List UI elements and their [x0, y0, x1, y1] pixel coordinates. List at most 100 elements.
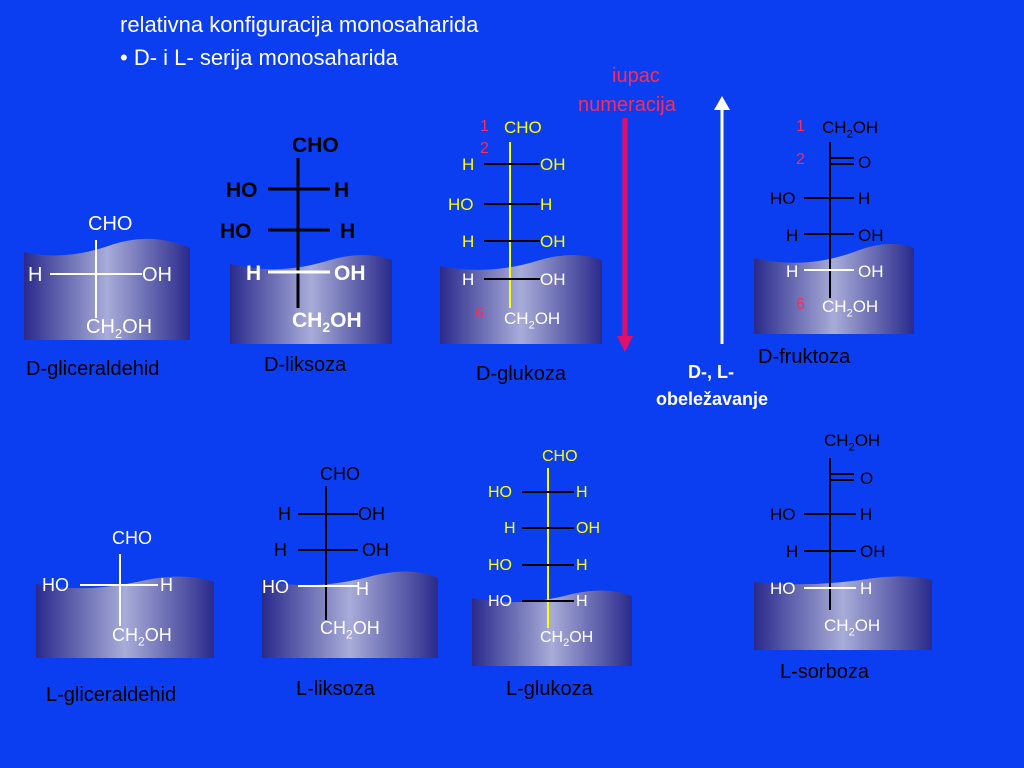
iupac-label-line-2: numeracija [578, 94, 676, 116]
l-sorbose-c4-right: OH [860, 542, 886, 561]
d-fructose-num-6: 6 [796, 296, 805, 313]
l-glucose-c4-right: H [576, 557, 588, 574]
d-lyxose-c2-left: HO [226, 179, 258, 202]
d-glucose-bonds [484, 142, 540, 308]
l-lyxose-top: CHO [320, 464, 360, 484]
l-sorbose-c4-left: H [786, 542, 799, 561]
d-fructose-c2-right: O [858, 153, 872, 172]
d-lyxose-name: D-liksoza [264, 354, 347, 376]
d-lyxose-c4-left: H [246, 262, 262, 285]
d-glucose-c4-left: H [462, 232, 475, 251]
l-lyxose-c2-right: OH [358, 504, 385, 524]
d-glyceraldehyde-backdrop [24, 238, 190, 340]
l-glucose-c2-left: HO [488, 484, 512, 501]
l-glucose-c2-right: H [576, 484, 588, 501]
d-fructose-c3-right: H [858, 189, 871, 208]
dl-label-line-1: D-, L- [688, 362, 734, 382]
d-fructose-bottom: CH2OH [822, 297, 879, 320]
d-glucose-name: D-glukoza [476, 363, 567, 385]
d-fructose-c5-left: H [786, 262, 799, 281]
d-lyxose-bonds [268, 158, 330, 308]
l-lyxose-c4-left: HO [262, 577, 289, 597]
l-glucose-top: CHO [542, 448, 578, 465]
l-lyxose-c4-right: H [356, 579, 369, 599]
d-lyxose-c4-right: OH [334, 262, 366, 285]
d-lyxose-bottom: CH2OH [292, 309, 362, 336]
d-lyxose-c2-right: H [334, 179, 350, 202]
d-glucose-c2-left: H [462, 155, 475, 174]
l-glucose-backdrop [472, 590, 632, 666]
l-glyceraldehyde-name: L-gliceraldehid [46, 684, 177, 706]
l-glucose-c5-left: HO [488, 593, 512, 610]
l-sorbose-name: L-sorboza [780, 661, 869, 683]
d-glucose-c4-right: OH [540, 232, 566, 251]
iupac-arrow [617, 118, 633, 352]
l-glyceraldehyde-backdrop [36, 576, 214, 658]
l-lyxose-name: L-liksoza [296, 678, 375, 700]
l-glyceraldehyde-left: HO [42, 575, 69, 595]
d-fructose-c4-right: OH [858, 226, 884, 245]
d-glucose-bottom: CH2OH [504, 309, 561, 332]
d-glucose-num-1: 1 [480, 118, 489, 135]
l-sorbose-c3-right: H [860, 505, 873, 524]
l-glucose-c5-right: H [576, 593, 588, 610]
d-fructose-bonds [804, 142, 854, 298]
l-lyxose-bottom: CH2OH [320, 618, 380, 642]
d-fructose-backdrop [754, 243, 914, 334]
l-sorbose-c2-right: O [860, 469, 874, 488]
d-glyceraldehyde-right: OH [142, 264, 172, 286]
l-glyceraldehyde-top: CHO [112, 528, 152, 548]
l-glyceraldehyde-bonds [80, 554, 158, 626]
d-lyxose-top: CHO [292, 134, 339, 157]
d-glucose-backdrop [440, 255, 602, 344]
iupac-label-line-1: iupac [612, 65, 660, 87]
d-fructose-name: D-fruktoza [758, 346, 851, 368]
d-glucose-num-2: 2 [480, 140, 489, 157]
l-glucose-c4-left: HO [488, 557, 512, 574]
d-glucose-c3-left: HO [448, 195, 474, 214]
l-glucose-name: L-glukoza [506, 678, 593, 700]
l-sorbose-top: CH2OH [824, 431, 881, 454]
d-fructose-num-2: 2 [796, 151, 805, 168]
d-glucose-c5-right: OH [540, 270, 566, 289]
l-lyxose-c3-left: H [274, 540, 287, 560]
l-sorbose-c3-left: HO [770, 505, 796, 524]
l-lyxose-c2-left: H [278, 504, 291, 524]
l-sorbose-bottom: CH2OH [824, 616, 881, 639]
l-lyxose-c3-right: OH [362, 540, 389, 560]
title-line-1: relativna konfiguracija monosaharida [120, 12, 479, 37]
l-sorbose-c5-right: H [860, 579, 873, 598]
d-fructose-c5-right: OH [858, 262, 884, 281]
d-glucose-num-6: 6 [475, 305, 484, 322]
d-glyceraldehyde-name: D-gliceraldehid [26, 358, 160, 380]
l-glyceraldehyde-bottom: CH2OH [112, 625, 172, 649]
d-lyxose-backdrop [230, 255, 392, 344]
l-glucose-c3-right: OH [576, 520, 600, 537]
d-glyceraldehyde-left: H [28, 264, 43, 286]
dl-arrow [714, 96, 730, 344]
d-lyxose-c3-right: H [340, 220, 356, 243]
l-lyxose-backdrop [262, 571, 438, 658]
d-fructose-c4-left: H [786, 226, 799, 245]
l-glucose-bottom: CH2OH [540, 629, 594, 650]
d-fructose-num-1: 1 [796, 118, 805, 135]
l-sorbose-c5-left: HO [770, 579, 796, 598]
l-glyceraldehyde-right: H [160, 575, 173, 595]
d-fructose-c3-left: HO [770, 189, 796, 208]
dl-label-line-2: obeležavanje [656, 389, 769, 409]
title-line-2: • D- i L- serija monosaharida [120, 45, 398, 70]
l-lyxose-bonds [298, 486, 358, 620]
d-lyxose-c3-left: HO [220, 220, 252, 243]
l-sorbose-backdrop [754, 576, 932, 650]
d-glyceraldehyde-top: CHO [88, 213, 133, 235]
d-glucose-c2-right: OH [540, 155, 566, 174]
d-glucose-c5-left: H [462, 270, 475, 289]
l-glucose-bonds [522, 468, 574, 628]
d-glyceraldehyde-bonds [50, 240, 142, 318]
d-glucose-top: CHO [504, 118, 542, 137]
d-glucose-c3-right: H [540, 195, 553, 214]
d-glyceraldehyde-bottom: CH2OH [86, 316, 153, 341]
l-glucose-c3-left: H [504, 520, 516, 537]
d-fructose-top: CH2OH [822, 118, 879, 141]
l-sorbose-bonds [804, 458, 856, 610]
